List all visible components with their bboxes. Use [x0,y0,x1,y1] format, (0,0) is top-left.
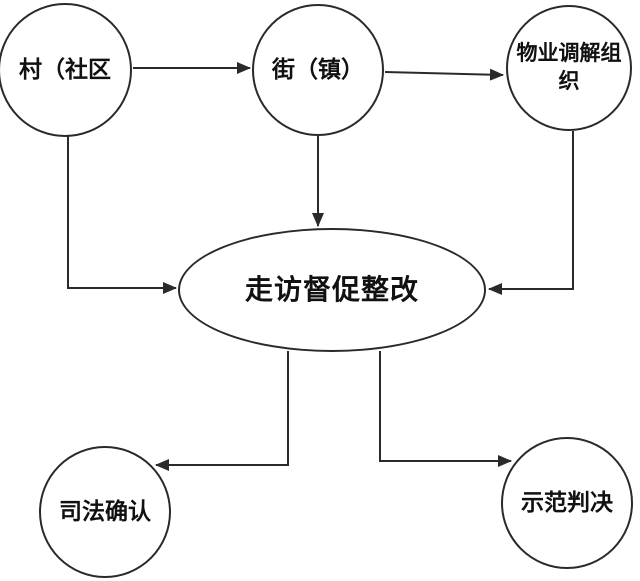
node-street-label: 街（镇） [272,56,364,83]
node-model-judgment-label: 示范判决 [521,489,613,516]
node-visit-supervise-rectify: 走访督促整改 [178,228,486,352]
node-judicial-confirmation-label: 司法确认 [59,498,151,525]
node-model-judgment: 示范判决 [501,437,633,569]
edge-village-to-rectify-arrow [67,136,177,294]
edge-street-to-property-arrow [384,68,504,81]
node-visit-supervise-rectify-label: 走访督促整改 [244,274,419,306]
node-street: 街（镇） [252,4,384,136]
edge-rectify-to-model-arrow [379,351,512,467]
edge-property-to-rectify-arrow [488,131,574,295]
node-village-label: 村（社区 [19,56,111,83]
node-property-mediation-label: 物业调解组织 [516,41,622,93]
node-village: 村（社区 [0,3,132,137]
node-property-mediation: 物业调解组织 [506,5,632,131]
edge-rectify-to-judicial-arrow [155,351,289,471]
node-judicial-confirmation: 司法确认 [39,446,171,578]
